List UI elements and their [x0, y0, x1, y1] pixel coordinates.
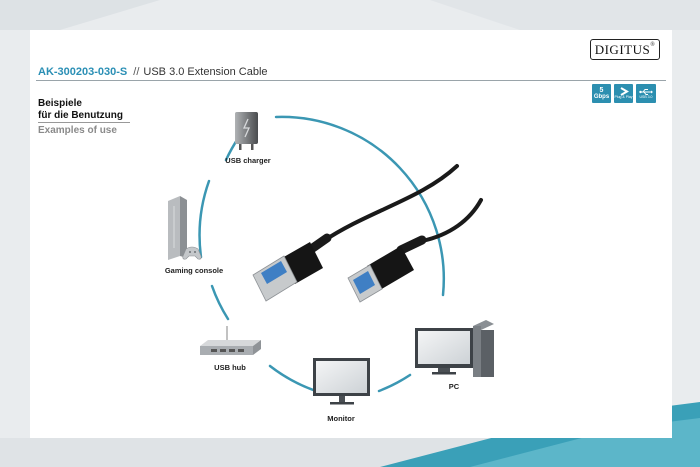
plug-play-icon: [619, 87, 629, 97]
speed-value: 5: [599, 86, 604, 94]
usb-icon: [639, 88, 653, 95]
extension-cable: [252, 164, 483, 303]
brand-logo: DIGITUS®: [590, 39, 660, 60]
section-title-de-line1: Beispiele: [38, 98, 82, 109]
gaming-console-icon: [168, 196, 202, 260]
usage-diagram: [168, 112, 494, 405]
plug-play-label: Plug & Play: [614, 95, 633, 100]
section-title-de-line2: für die Benutzung: [38, 109, 123, 121]
registered-mark: ®: [650, 41, 656, 48]
header-rule: [36, 80, 666, 81]
usb-badge: USB 3.0: [636, 84, 656, 103]
section-title-de: Beispiele für die Benutzung: [38, 98, 123, 121]
usb-male-plug: [252, 242, 323, 302]
speed-unit: Gbps: [593, 94, 610, 101]
speed-badge: 5 Gbps: [592, 84, 611, 103]
pc-label: PC: [448, 382, 460, 391]
brand-name: DIGITUS: [594, 41, 651, 57]
pc-icon: [415, 320, 494, 377]
gaming-console-label: Gaming console: [164, 266, 224, 275]
usb-charger-icon: [235, 112, 258, 150]
monitor-icon: [313, 358, 370, 405]
usb-hub-icon: [200, 326, 261, 355]
product-name: USB 3.0 Extension Cable: [143, 66, 268, 78]
product-header: AK-300203-030-S //USB 3.0 Extension Cable: [38, 66, 268, 78]
plug-play-badge: Plug & Play: [614, 84, 633, 103]
connection-ring: [198, 115, 445, 394]
content-card: DIGITUS® AK-300203-030-S //USB 3.0 Extens…: [30, 30, 672, 438]
feature-badges: 5 Gbps Plug & Play USB 3.0: [592, 84, 656, 103]
section-title-en: Examples of use: [38, 125, 117, 136]
product-code: AK-300203-030-S: [38, 66, 128, 78]
usb-hub-label: USB hub: [214, 363, 246, 372]
section-title-underline: [38, 122, 130, 123]
header-separator: //: [133, 66, 140, 78]
monitor-label: Monitor: [327, 414, 355, 423]
usb-charger-label: USB charger: [225, 156, 271, 165]
usb-female-socket: [347, 246, 414, 303]
usb-version-label: USB 3.0: [639, 94, 653, 99]
